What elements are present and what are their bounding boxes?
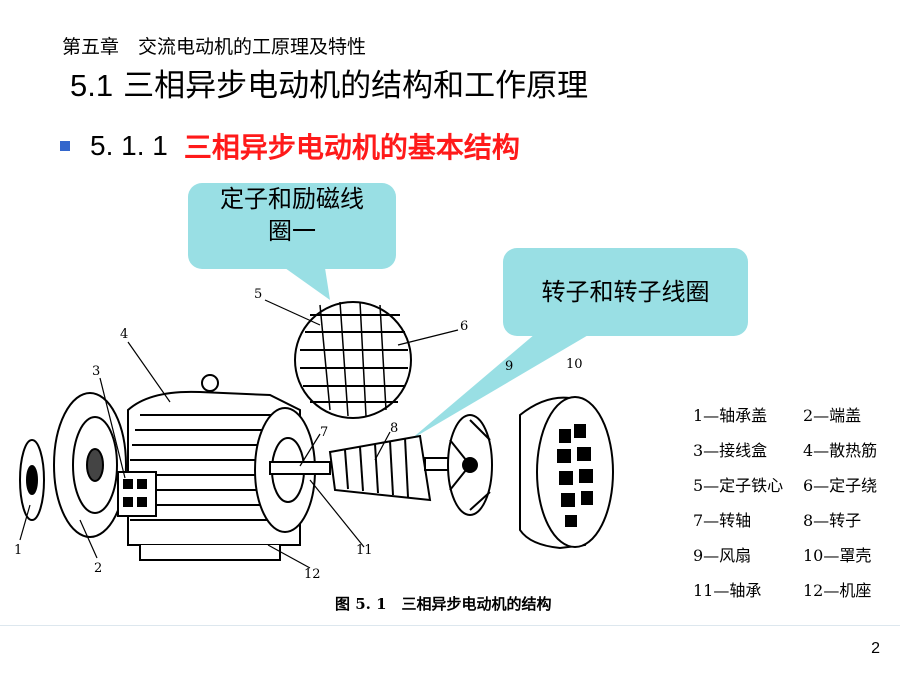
fan [447, 414, 493, 516]
footer-divider [0, 625, 900, 626]
part-label-12: 12 [304, 567, 321, 582]
legend-row: 9—风扇 10—罩壳 [693, 538, 900, 573]
parts-legend: 1—轴承盖 2—端盖 3—接线盒 4—散热筋 5—定子铁心 6—定子绕 7—转轴 8—转… [693, 398, 900, 608]
legend-item: 8—转子 [803, 511, 862, 530]
page-number: 2 [871, 640, 880, 657]
rotor-callout: 转子和转子线圈 [503, 248, 748, 336]
legend-item: 1—轴承盖 [693, 406, 768, 425]
section-heading: 5.1 三相异步电动机的结构和工作原理 [70, 60, 588, 105]
legend-item: 10—罩壳 [803, 546, 872, 565]
legend-item: 4—散热筋 [803, 441, 878, 460]
rotor [269, 434, 456, 502]
legend-item: 11—轴承 [693, 581, 762, 600]
chapter-title: 第五章 交流电动机的工原理及特性 [62, 36, 367, 58]
rotor-callout-tail [410, 334, 590, 440]
part-label-7: 7 [320, 425, 328, 440]
subsection-heading: 5. 1. 1 三相异步电动机的基本结构 [60, 126, 520, 166]
part-label-6: 6 [460, 319, 468, 334]
legend-item: 6—定子绕 [803, 476, 878, 495]
stator-detail [294, 301, 412, 419]
bullet-icon [60, 141, 70, 151]
legend-item: 7—转轴 [693, 511, 752, 530]
end-cover [19, 392, 127, 538]
part-label-9: 9 [505, 359, 513, 374]
section-number: 5.1 [70, 68, 114, 103]
leader-lines [19, 299, 459, 569]
legend-row: 5—定子铁心 6—定子绕 [693, 468, 900, 503]
part-label-10: 10 [566, 357, 583, 372]
part-label-3: 3 [92, 364, 100, 379]
legend-item: 2—端盖 [803, 406, 862, 425]
legend-item: 9—风扇 [693, 546, 752, 565]
stator-callout-line2: 圈一 [268, 217, 316, 246]
legend-row: 7—转轴 8—转子 [693, 503, 900, 538]
legend-item: 12—机座 [803, 581, 872, 600]
part-label-1: 1 [14, 543, 22, 558]
part-label-11: 11 [356, 543, 373, 558]
part-label-8: 8 [390, 421, 398, 436]
part-label-2: 2 [94, 561, 102, 576]
legend-item: 5—定子铁心 [693, 476, 784, 495]
subsection-number: 5. 1. 1 [90, 130, 168, 161]
stator-callout: 定子和励磁线 圈一 [188, 183, 396, 269]
fan-cover [519, 396, 614, 550]
legend-row: 11—轴承 12—机座 [693, 573, 900, 608]
stator-callout-tail [285, 268, 330, 300]
section-title: 三相异步电动机的结构和工作原理 [123, 68, 589, 104]
legend-row: 1—轴承盖 2—端盖 [693, 398, 900, 433]
part-label-4: 4 [120, 327, 128, 342]
subsection-title: 三相异步电动机的基本结构 [183, 131, 520, 164]
legend-row: 3—接线盒 4—散热筋 [693, 433, 900, 468]
legend-item: 3—接线盒 [693, 441, 768, 460]
stator-callout-line1: 定子和励磁线 [220, 185, 364, 213]
part-label-5: 5 [254, 287, 262, 302]
figure-caption: 图 5. 1 三相异步电动机的结构 [335, 595, 552, 613]
